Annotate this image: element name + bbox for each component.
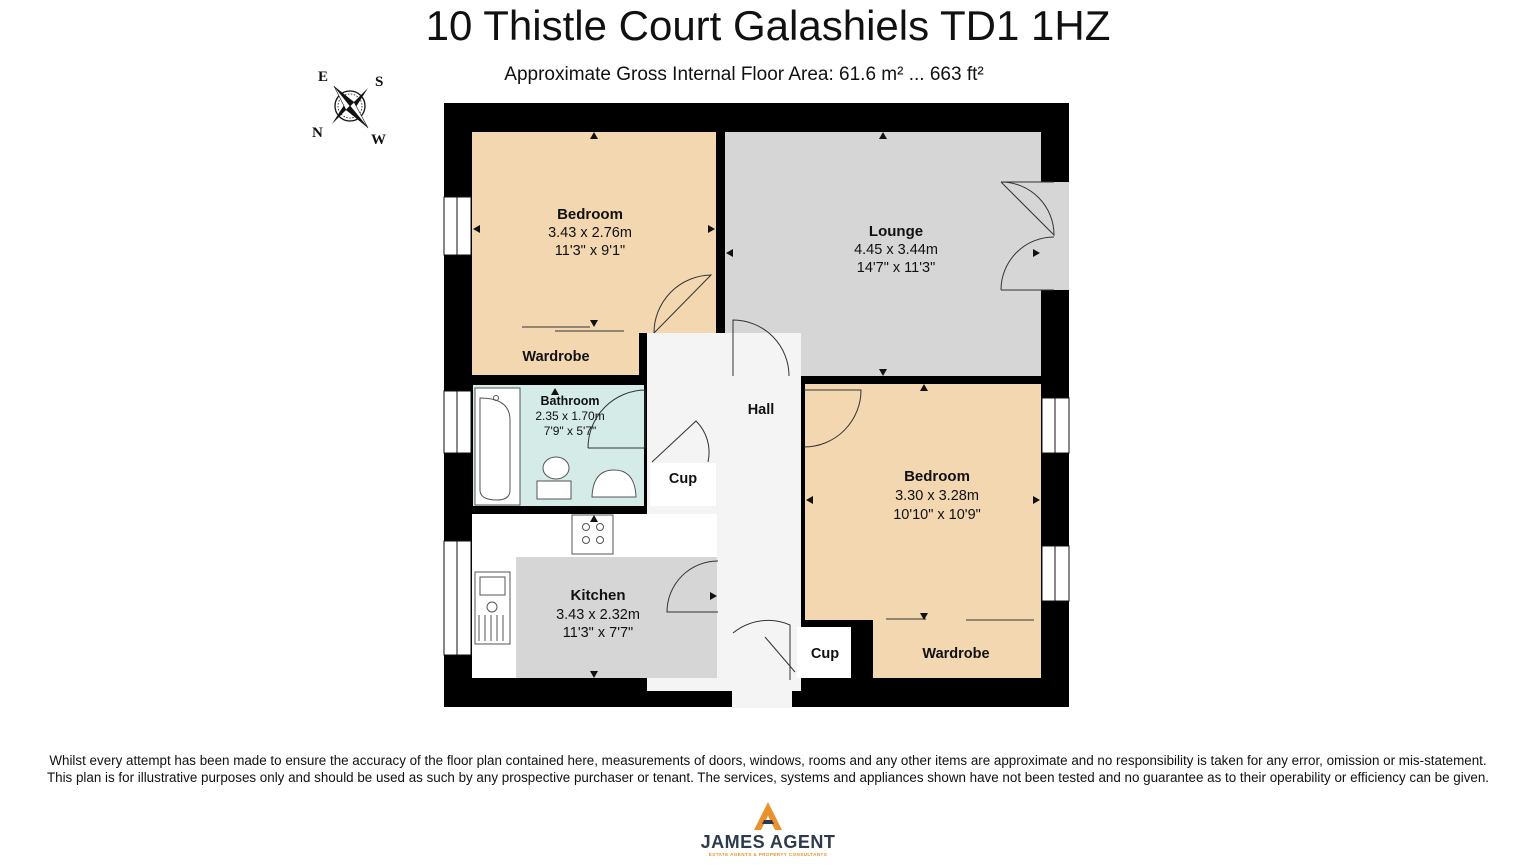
disclaimer-line-1: Whilst every attempt has been made to en… — [49, 753, 1487, 768]
wardrobe1-floor — [472, 333, 639, 375]
hall-name: Hall — [748, 402, 775, 418]
bathroom-fixtures — [474, 387, 637, 506]
lounge-imperial: 14'7" x 11'3" — [857, 260, 935, 276]
kitchen-name: Kitchen — [570, 587, 625, 604]
bedroom2-floor — [805, 384, 1041, 620]
bedroom2-metric: 3.30 x 3.28m — [895, 488, 979, 504]
bedroom1-metric: 3.43 x 2.76m — [548, 225, 632, 241]
compass-n: N — [312, 125, 323, 141]
bathroom-imperial: 7'9" x 5'7" — [544, 424, 596, 438]
logo-icon — [754, 802, 782, 830]
lounge-name: Lounge — [869, 223, 923, 240]
cup1-floor — [650, 463, 716, 506]
bedroom1-floor — [472, 132, 716, 333]
bedroom2-imperial: 10'10" x 10'9" — [893, 507, 981, 523]
lounge-door-gap — [1041, 182, 1069, 290]
compass-e: E — [318, 69, 328, 85]
compass-w: W — [371, 132, 386, 148]
wardrobe2-floor — [873, 620, 1041, 678]
kitchen-metric: 3.43 x 2.32m — [556, 607, 640, 623]
lounge-metric: 4.45 x 3.44m — [854, 242, 938, 258]
logo-tagline: ESTATE AGENTS & PROPERTY CONSULTANTS — [708, 852, 828, 857]
bedroom2-name: Bedroom — [904, 468, 970, 485]
kitchen-floor — [516, 557, 717, 678]
front-door-gap — [732, 678, 792, 708]
floor-area-subtitle: Approximate Gross Internal Floor Area: 6… — [504, 64, 984, 85]
compass-s: S — [375, 74, 383, 90]
cup1-name: Cup — [669, 471, 697, 487]
doors — [587, 181, 1055, 680]
bedroom1-imperial: 11'3" x 9'1" — [555, 243, 625, 259]
logo-name: JAMES AGENT — [700, 832, 836, 852]
wardrobe1-name: Wardrobe — [522, 349, 589, 365]
kitchen-appliances — [474, 514, 614, 645]
hall-corridor — [725, 384, 797, 680]
james-agent-logo: JAMES AGENT ESTATE AGENTS & PROPERTY CON… — [690, 800, 846, 862]
wardrobe-sliders — [522, 326, 1034, 621]
disclaimer-line-2: This plan is for illustrative purposes o… — [46, 770, 1490, 785]
cup2-name: Cup — [811, 646, 839, 662]
bathroom-name: Bathroom — [540, 394, 599, 408]
wardrobe2-name: Wardrobe — [922, 646, 989, 662]
kitchen-imperial: 11'3" x 7'7" — [563, 625, 633, 641]
cup2-floor — [793, 627, 851, 678]
dimension-arrows — [473, 132, 1040, 678]
windows — [443, 196, 1070, 656]
bedroom1-name: Bedroom — [557, 206, 623, 223]
floor-plan: Bedroom 3.43 x 2.76m 11'3" x 9'1" Lounge… — [443, 103, 1070, 708]
disclaimer: Whilst every attempt has been made to en… — [0, 752, 1536, 786]
compass-icon: E S N W — [312, 69, 386, 148]
page-title: 10 Thistle Court Galashiels TD1 1HZ — [425, 2, 1111, 49]
bathroom-metric: 2.35 x 1.70m — [535, 409, 604, 423]
